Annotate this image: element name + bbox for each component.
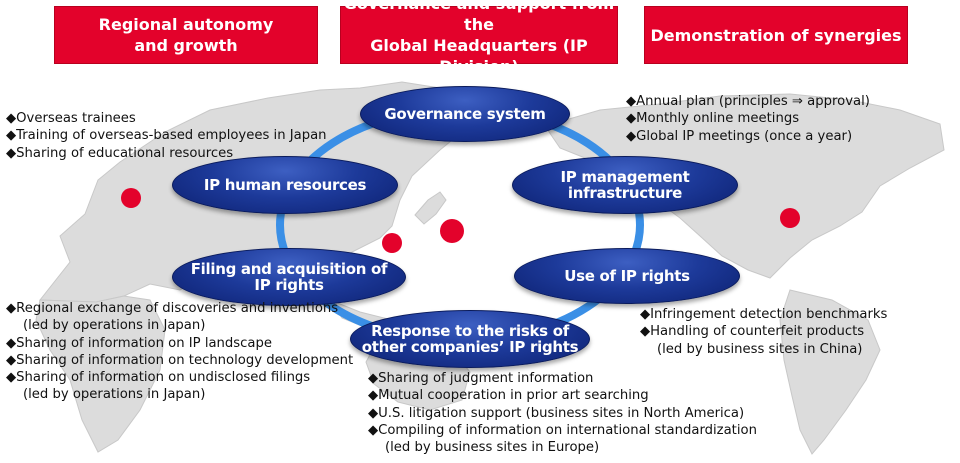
list-item: ◆Global IP meetings (once a year) (626, 128, 870, 145)
list-item: ◆Monthly online meetings (626, 110, 870, 127)
list-item-text: ◆Overseas trainees (6, 111, 136, 126)
node-ip-human-resources: IP human resources (172, 156, 398, 214)
node-response-to-risks: Response to the risks of other companies… (350, 310, 590, 368)
list-item-text: ◆U.S. litigation support (business sites… (368, 405, 745, 421)
list-item: ◆U.S. litigation support (business sites… (368, 405, 757, 422)
header-synergies: Demonstration of synergies (644, 6, 908, 64)
list-item-text: ◆Regional exchange of discoveries and in… (6, 301, 339, 316)
map-africa (35, 295, 166, 453)
node-governance-system: Governance system (360, 86, 570, 142)
list-item-text: ◆Sharing of educational resources (6, 145, 234, 161)
list-bottom-left: ◆Regional exchange of discoveries and in… (6, 300, 353, 404)
list-item-text: ◆Sharing of judgment information (368, 371, 594, 386)
list-bottom-right: ◆Infringement detection benchmarks◆Handl… (640, 306, 887, 358)
list-item-subtext: (led by business sites in China) (657, 341, 863, 357)
list-item: ◆Infringement detection benchmarks (640, 306, 887, 323)
list-item: ◆Regional exchange of discoveries and in… (6, 300, 353, 335)
list-item-subtext: (led by operations in Japan) (23, 318, 206, 334)
list-item-text: ◆Sharing of information on undisclosed f… (6, 370, 311, 386)
list-item-text: ◆Training of overseas-based employees in… (6, 128, 327, 144)
list-item: ◆Compiling of information on internation… (368, 422, 757, 457)
list-top-right: ◆Annual plan (principles ⇒ approval) ◆Mon… (626, 93, 870, 145)
list-item-text: ◆Monthly online meetings (626, 111, 800, 127)
list-item-text: ◆Sharing of information on IP landscape (6, 335, 272, 351)
list-top-left: ◆Overseas trainees ◆Training of overseas-… (6, 110, 327, 162)
list-item: ◆Sharing of judgment information (368, 370, 757, 387)
list-item-text: ◆Annual plan (principles ⇒ approval) (626, 94, 870, 109)
list-item-text: ◆Global IP meetings (once a year) (626, 128, 853, 144)
header-regional-autonomy: Regional autonomy and growth (54, 6, 318, 64)
list-item-text: ◆Handling of counterfeit products (640, 324, 865, 340)
list-item-text: ◆Sharing of information on technology de… (6, 352, 354, 368)
list-item-text: ◆Compiling of information on internation… (368, 422, 757, 438)
list-item: ◆Sharing of educational resources (6, 145, 327, 162)
list-item-subtext: (led by operations in Japan) (23, 387, 206, 403)
node-ip-management-infrastructure: IP management infrastructure (512, 156, 738, 214)
list-item: ◆Sharing of information on IP landscape (6, 335, 353, 352)
list-item: ◆Sharing of information on technology de… (6, 352, 353, 369)
list-item-text: ◆Infringement detection benchmarks (640, 307, 888, 322)
node-use-of-ip-rights: Use of IP rights (514, 248, 740, 304)
list-item-subtext: (led by business sites in Europe) (385, 440, 600, 456)
node-filing-acquisition: Filing and acquisition of IP rights (172, 248, 406, 306)
location-dot-north-america (780, 208, 800, 228)
list-item: ◆Training of overseas-based employees in… (6, 127, 327, 144)
list-item: ◆Handling of counterfeit products(led by… (640, 323, 887, 358)
location-dot-japan (440, 219, 464, 243)
map-japan (414, 191, 447, 225)
list-item: ◆Mutual cooperation in prior art searchi… (368, 387, 757, 404)
header-governance-support: Governance and support from the Global H… (340, 0, 618, 76)
list-item-text: ◆Mutual cooperation in prior art searchi… (368, 388, 649, 404)
map-south-america (779, 289, 881, 455)
list-bottom-center: ◆Sharing of judgment information ◆Mutual … (368, 370, 757, 456)
list-item: ◆Sharing of information on undisclosed f… (6, 369, 353, 404)
list-item: ◆Annual plan (principles ⇒ approval) (626, 93, 870, 110)
location-dot-china (382, 233, 402, 253)
list-item: ◆Overseas trainees (6, 110, 327, 127)
location-dot-europe (121, 188, 141, 208)
